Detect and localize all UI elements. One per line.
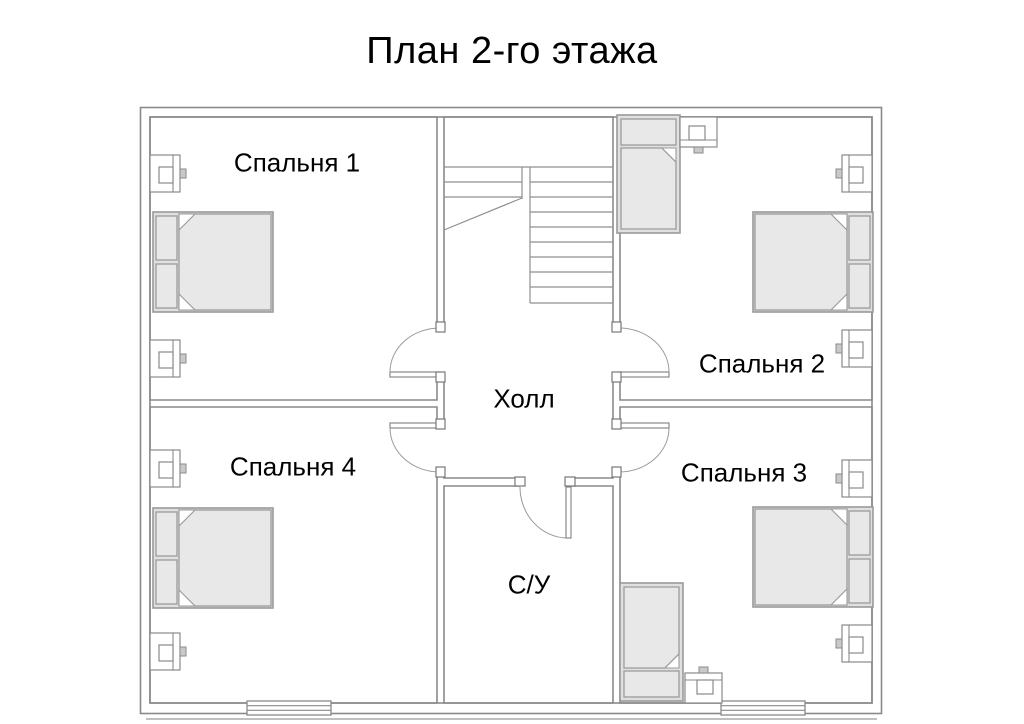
wall-socket-icon (835, 624, 873, 663)
single-bed-icon (616, 114, 681, 234)
wall-socket-icon (835, 329, 873, 368)
wall-socket-icon (835, 154, 873, 193)
door-jambs (435, 321, 622, 487)
double-bed-icon (752, 211, 874, 313)
single-bed-icon (619, 582, 684, 702)
wall-socket-icon (679, 116, 718, 154)
wall-socket-icon (149, 154, 187, 193)
wall-socket-icon (835, 459, 873, 498)
room-label-bedroom-3: Спальня 3 (680, 457, 808, 488)
double-bed-icon (152, 211, 274, 313)
wall-socket-icon (149, 632, 187, 671)
room-label-bedroom-1: Спальня 1 (233, 147, 361, 178)
page-title: План 2-го этажа (366, 30, 658, 72)
door-bathroom (519, 486, 572, 539)
window-icon (720, 700, 806, 716)
wall-socket-icon (684, 666, 723, 704)
door-bedroom-3 (618, 422, 670, 473)
double-bed-icon (152, 507, 274, 609)
room-label-bedroom-2: Спальня 2 (698, 348, 826, 379)
room-label-bathroom: С/У (507, 569, 551, 600)
stairs-icon (443, 166, 613, 304)
door-bedroom-4 (389, 422, 441, 473)
wall-socket-icon (149, 339, 187, 378)
door-bedroom-1 (389, 327, 441, 378)
window-icon (246, 700, 332, 716)
room-label-hall: Холл (493, 383, 555, 414)
room-label-bedroom-4: Спальня 4 (229, 451, 357, 482)
double-bed-icon (752, 506, 874, 608)
wall-socket-icon (149, 449, 187, 488)
door-bedroom-2 (618, 327, 670, 378)
